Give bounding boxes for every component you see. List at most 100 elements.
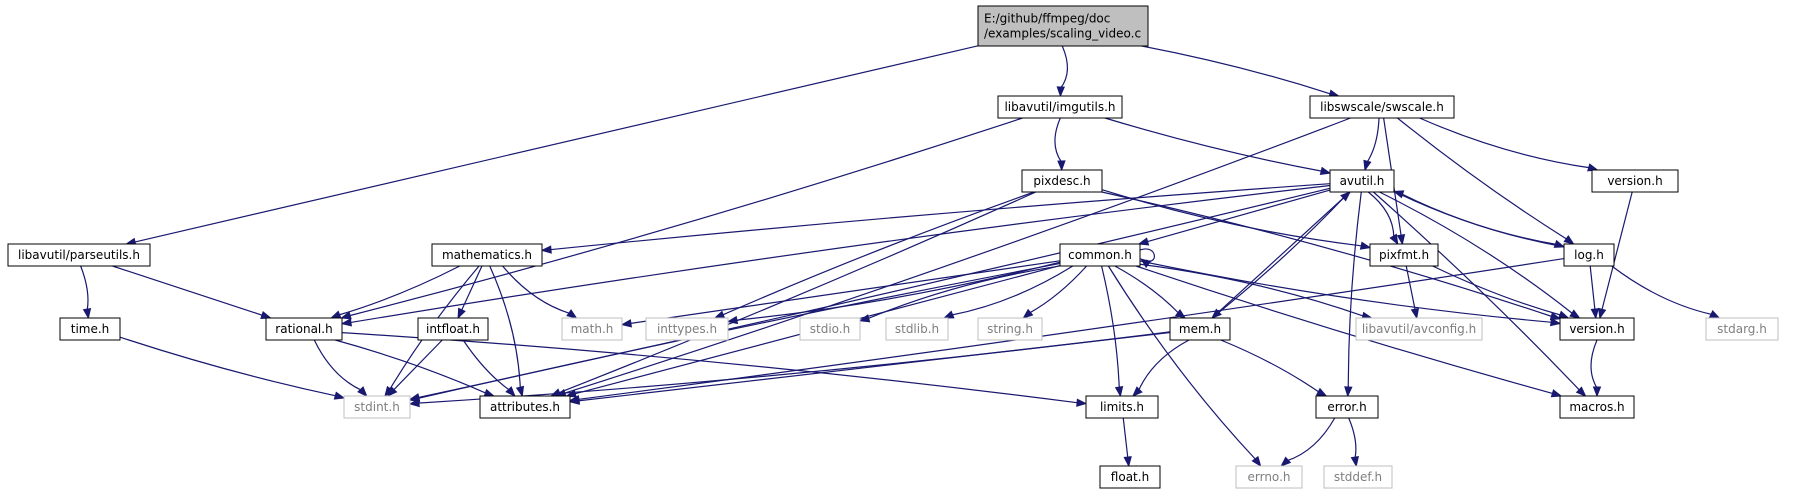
node-box (59, 317, 121, 341)
node-error[interactable]: error.h (1315, 395, 1379, 419)
node-label: mathematics.h (442, 248, 532, 262)
edge-version_sws-to-version (1598, 191, 1633, 320)
edge-common-to-stdlib (942, 265, 1074, 319)
edge-avutil-to-macros (1373, 191, 1587, 397)
node-label: version.h (1607, 174, 1662, 188)
edge-intfloat-to-stdint (386, 339, 443, 397)
node-version_sws[interactable]: version.h (1591, 169, 1679, 193)
node-box (7, 243, 151, 267)
node-imgutils[interactable]: libavutil/imgutils.h (997, 95, 1123, 119)
node-pixdesc[interactable]: pixdesc.h (1021, 169, 1103, 193)
node-box (1559, 317, 1635, 341)
edge-pixdesc-to-pixfmt (1101, 189, 1372, 250)
node-box (417, 317, 489, 341)
node-label: E:/github/ffmpeg/doc (984, 12, 1110, 26)
node-label: errno.h (1248, 470, 1291, 484)
edge-rational-to-limits (341, 332, 1088, 407)
node-box (1309, 95, 1455, 119)
node-label: float.h (1111, 470, 1149, 484)
node-swscale[interactable]: libswscale/swscale.h (1309, 95, 1455, 119)
node-label: libavutil/imgutils.h (1004, 100, 1115, 114)
node-label: pixdesc.h (1033, 174, 1090, 188)
node-attributes[interactable]: attributes.h (479, 395, 571, 419)
edge-avutil-to-common (1137, 189, 1331, 246)
node-stdio: stdio.h (799, 317, 861, 341)
node-box (431, 243, 543, 267)
node-version[interactable]: version.h (1559, 317, 1635, 341)
edge-common-to-errno (1107, 265, 1262, 468)
node-box (1315, 395, 1379, 419)
node-limits[interactable]: limits.h (1085, 395, 1159, 419)
edge-mem-to-limits (1132, 339, 1190, 397)
node-root[interactable]: E:/github/ffmpeg/doc/examples/scaling_vi… (977, 5, 1149, 47)
edge-common-to-inttypes (726, 261, 1061, 325)
edge-pixfmt-to-version (1432, 265, 1570, 319)
edge-limits-to-float (1122, 417, 1132, 468)
node-label: attributes.h (490, 400, 560, 414)
node-label: stdlib.h (895, 322, 939, 336)
node-avutil[interactable]: avutil.h (1329, 169, 1395, 193)
node-mem[interactable]: mem.h (1169, 317, 1231, 341)
node-box (561, 317, 623, 341)
edge-avutil-to-mem (1211, 191, 1351, 319)
node-box (1563, 243, 1615, 267)
node-box (977, 5, 1149, 47)
node-label: log.h (1574, 248, 1604, 262)
edge-time-to-stdint (119, 336, 346, 400)
node-box (1369, 243, 1439, 267)
node-stddef: stddef.h (1323, 465, 1393, 489)
node-inttypes: inttypes.h (645, 317, 729, 341)
node-label: stddef.h (1334, 470, 1382, 484)
node-intfloat[interactable]: intfloat.h (417, 317, 489, 341)
edge-avutil-to-log (1393, 190, 1566, 248)
node-box (885, 317, 949, 341)
node-box (343, 395, 411, 419)
node-avconfig: libavutil/avconfig.h (1355, 317, 1483, 341)
edge-mathematics-to-intfloat (457, 265, 483, 320)
node-box (1323, 465, 1393, 489)
edge-rational-to-stdint (313, 339, 368, 398)
node-macros[interactable]: macros.h (1559, 395, 1635, 419)
node-box (1591, 169, 1679, 193)
edge-swscale-to-version_sws (1419, 117, 1599, 172)
node-box (977, 317, 1043, 341)
edge-swscale-to-log (1397, 117, 1575, 245)
node-label: stdint.h (354, 400, 400, 414)
node-float[interactable]: float.h (1099, 465, 1161, 489)
edge-imgutils-to-pixdesc (1054, 117, 1066, 172)
node-box (1059, 243, 1141, 267)
node-box (265, 317, 343, 341)
node-label: libswscale/swscale.h (1320, 100, 1444, 114)
node-stdint: stdint.h (343, 395, 411, 419)
edge-root-to-imgutils (1056, 45, 1069, 98)
node-time[interactable]: time.h (59, 317, 121, 341)
node-mathematics[interactable]: mathematics.h (431, 243, 543, 267)
node-label: mem.h (1179, 322, 1221, 336)
edge-root-to-parseutils (124, 45, 979, 246)
node-rational[interactable]: rational.h (265, 317, 343, 341)
edge-common-to-limits (1101, 265, 1124, 398)
edge-mathematics-to-rational (329, 265, 461, 319)
edge-error-to-errno (1280, 417, 1336, 467)
node-log[interactable]: log.h (1563, 243, 1615, 267)
edge-parseutils-to-rational (112, 265, 272, 320)
edge-layer (80, 45, 1721, 468)
edge-avutil-to-pixfmt (1367, 191, 1399, 246)
edge-root-to-swscale (1141, 45, 1341, 98)
node-pixfmt[interactable]: pixfmt.h (1369, 243, 1439, 267)
edge-log-to-avutil (1392, 190, 1565, 248)
edge-mem-to-error (1220, 339, 1328, 397)
node-box (1705, 317, 1779, 341)
node-label: error.h (1327, 400, 1366, 414)
node-common[interactable]: common.h (1059, 243, 1141, 267)
node-label: time.h (71, 322, 110, 336)
node-box (1085, 395, 1159, 419)
edge-intfloat-to-attributes (462, 339, 516, 398)
edge-avutil-to-error (1344, 191, 1362, 398)
node-box (799, 317, 861, 341)
edge-avutil-to-rational (340, 184, 1331, 327)
node-math: math.h (561, 317, 623, 341)
node-parseutils[interactable]: libavutil/parseutils.h (7, 243, 151, 267)
edge-imgutils-to-rational (340, 117, 1023, 320)
